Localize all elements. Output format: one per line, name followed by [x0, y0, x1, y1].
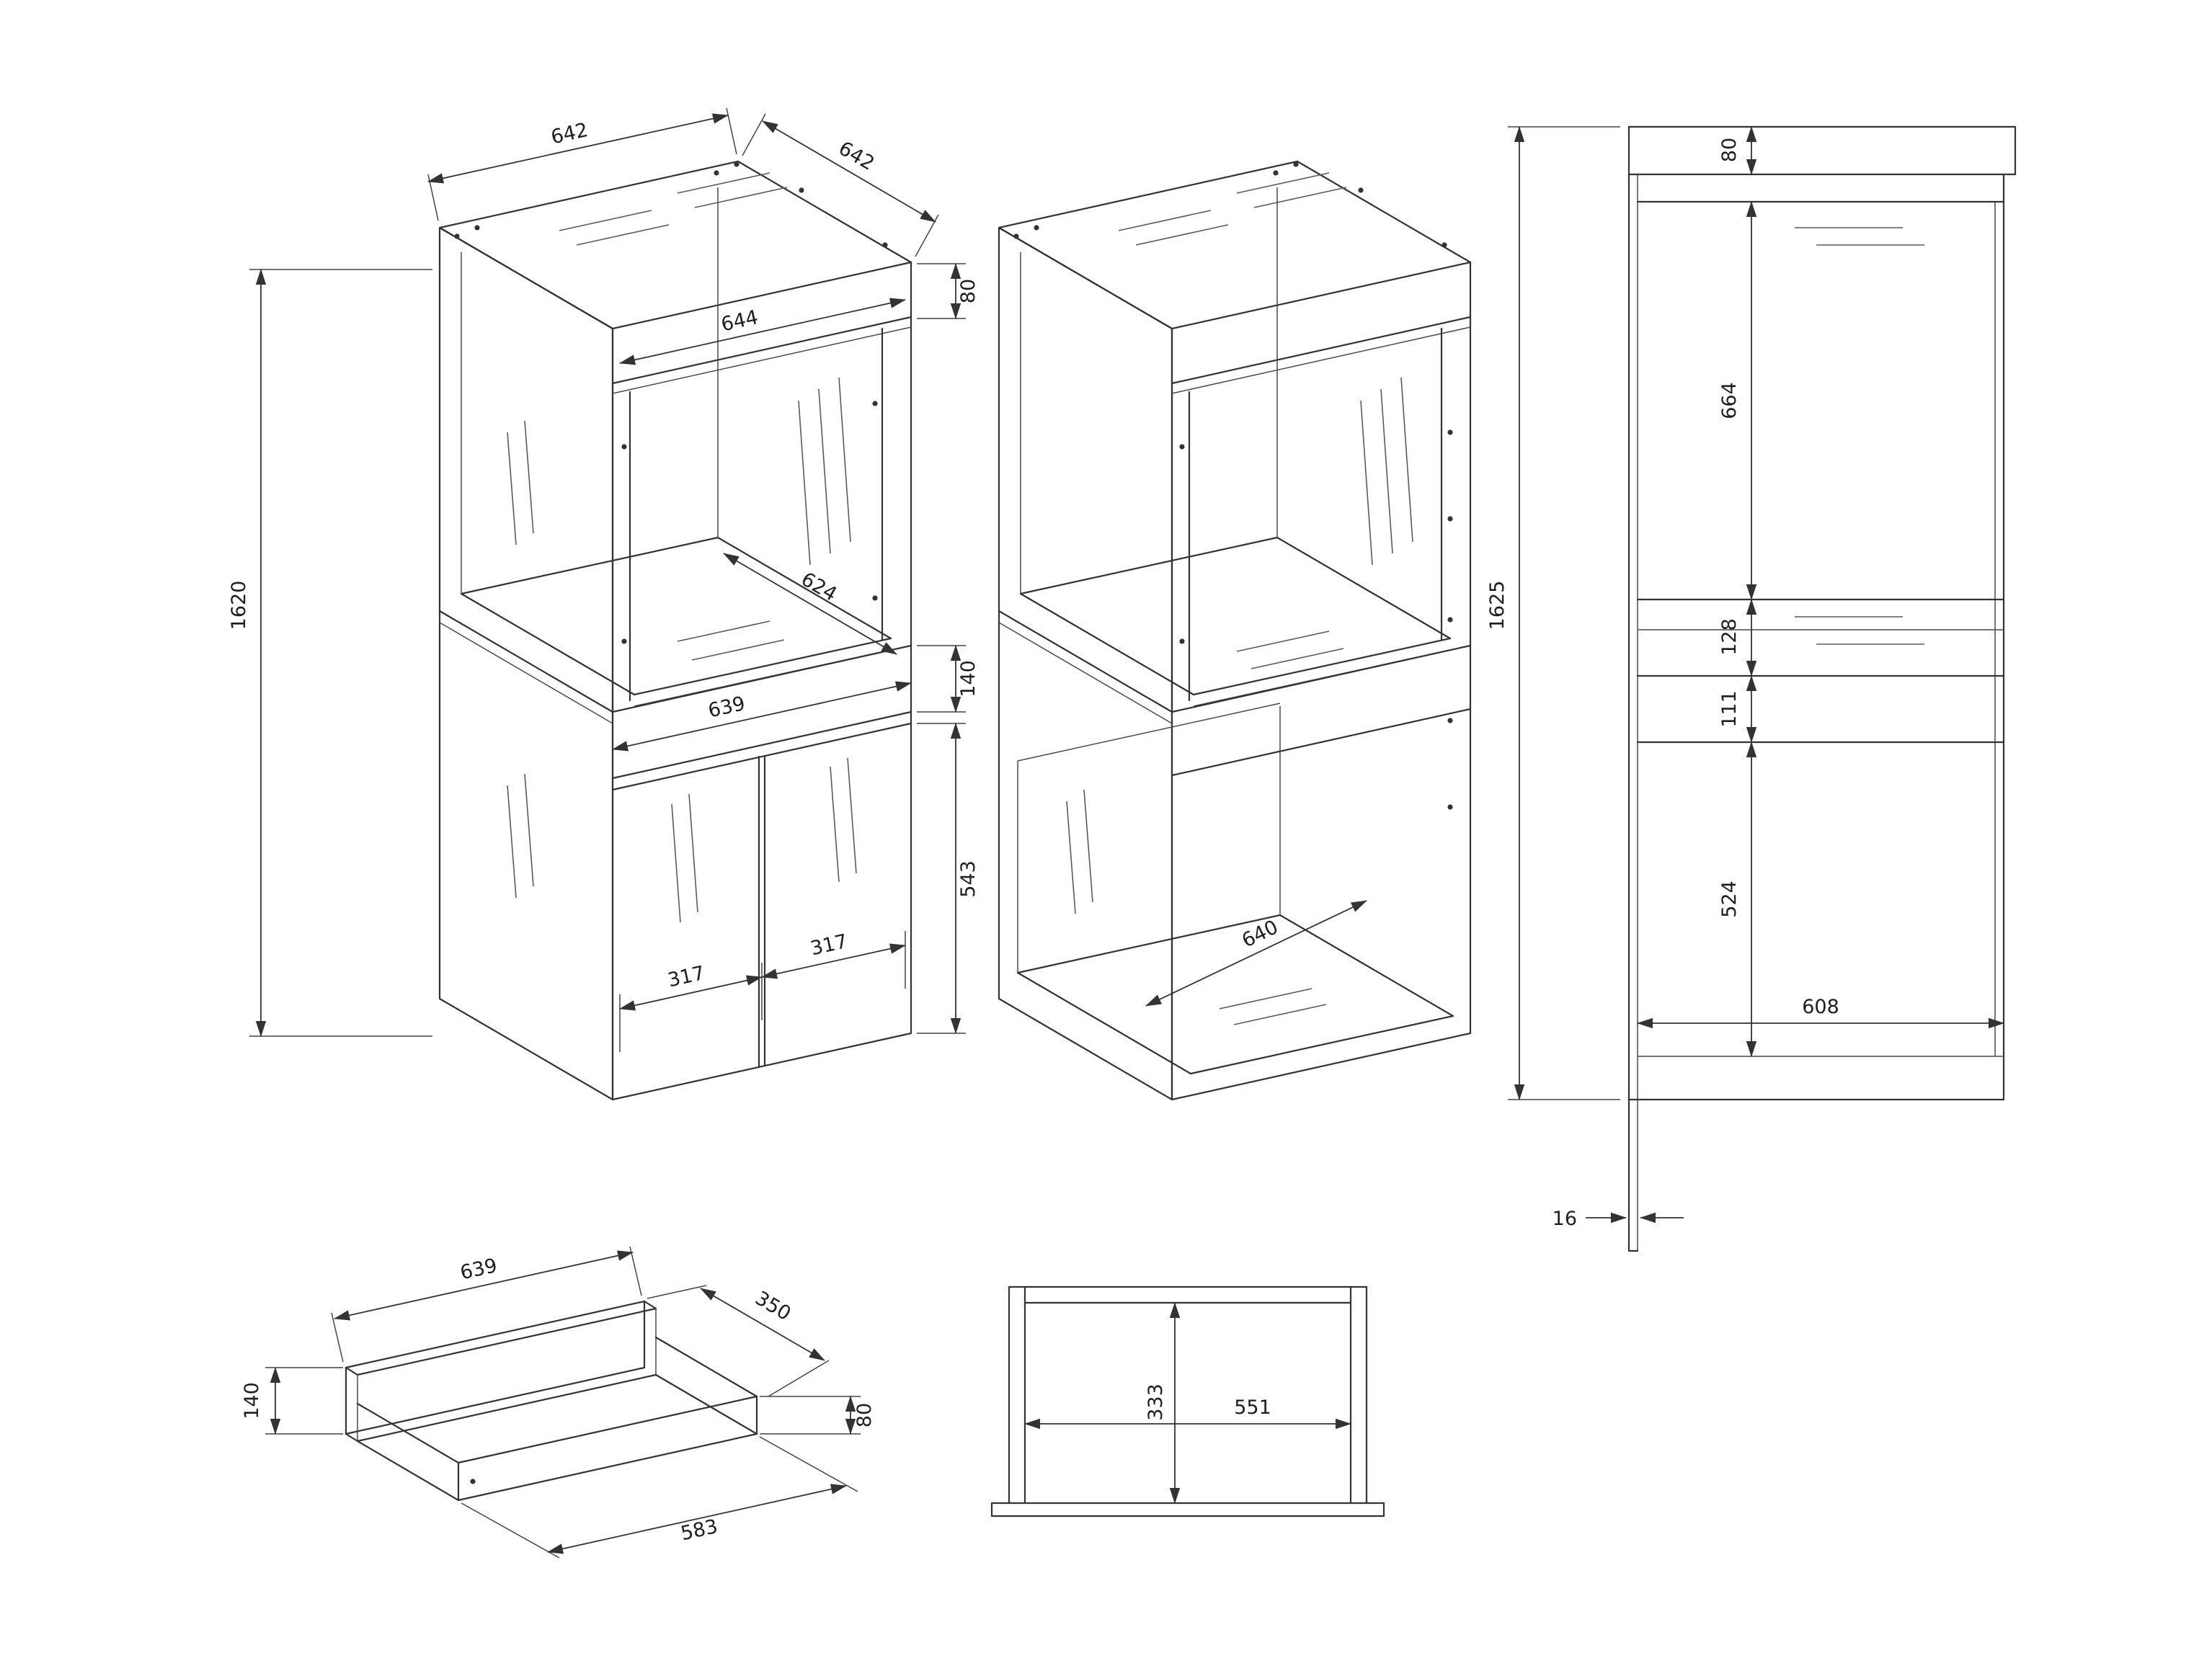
dim-label-side-shelf-band: 128 [1718, 618, 1741, 656]
dim-label-side-upper-cavity: 664 [1718, 382, 1741, 419]
dim-drawer-height: 140 [917, 645, 980, 713]
view-front-section: 333 551 [990, 1285, 1385, 1517]
dim-label-drawer-side-height: 80 [853, 1403, 876, 1427]
dim-side-mid-gap: 111 [1718, 675, 1757, 743]
dim-panel-thickness: 16 [1553, 1208, 1684, 1230]
dim-drawer-front-height: 140 [241, 1367, 343, 1435]
dim-label-drawer-front-height: 140 [241, 1382, 263, 1419]
dim-drawer-side-height: 80 [760, 1396, 876, 1435]
dim-side-top-rail: 80 [1718, 126, 1757, 175]
dim-label-total-height: 1620 [228, 581, 250, 630]
dim-label-top-width: 642 [549, 119, 590, 148]
dim-label-section-width: 551 [1234, 1396, 1271, 1419]
dim-label-side-total-height: 1625 [1486, 581, 1509, 630]
dim-label-side-lower-cavity: 524 [1718, 881, 1741, 918]
dim-top-depth: 642 [742, 113, 939, 257]
view-drawer-iso: 639 350 140 80 583 [241, 1246, 876, 1559]
dim-label-top-depth: 642 [835, 137, 878, 175]
dim-label-inner-width: 644 [719, 306, 760, 336]
dim-total-height: 1620 [228, 269, 432, 1037]
dim-door-height: 543 [917, 723, 980, 1034]
dim-drawer-depth: 350 [647, 1285, 830, 1397]
dim-label-side-mid-gap: 111 [1718, 690, 1741, 728]
dim-label-carcass-inner-width: 640 [1238, 916, 1282, 952]
dim-shelf-depth: 624 [723, 553, 897, 655]
dim-label-side-inner-depth: 608 [1802, 996, 1839, 1018]
dim-carcass-inner-width: 640 [1145, 900, 1367, 1007]
dim-label-door-left: 317 [666, 962, 707, 991]
dim-label-drawer-width: 639 [706, 692, 747, 722]
view-iso-open-carcass: 640 [998, 160, 1472, 1101]
dim-drawerpanel-width: 639 [331, 1246, 642, 1363]
dim-top-width: 642 [427, 107, 737, 221]
dim-side-total-height: 1625 [1486, 126, 1620, 1100]
dim-label-drawer-depth: 350 [751, 1287, 794, 1325]
view-side-section: 1625 80 664 128 111 524 608 [1486, 125, 2017, 1252]
dim-door-widths: 317 317 [619, 930, 906, 1052]
dim-label-side-top-rail: 80 [1718, 138, 1741, 162]
dim-inner-width: 644 [619, 298, 906, 365]
dim-label-door-height: 543 [957, 860, 980, 898]
dim-label-drawerpanel-width: 639 [458, 1254, 499, 1284]
dim-label-drawer-height: 140 [957, 660, 980, 697]
dim-section-height: 333 [1145, 1302, 1181, 1504]
dim-section-width: 551 [1024, 1396, 1351, 1430]
dim-side-shelf-band: 128 [1718, 599, 1757, 677]
dim-rail-height: 80 [917, 263, 980, 319]
dim-label-rail-height: 80 [957, 279, 980, 303]
dim-label-door-right: 317 [809, 930, 850, 960]
dim-side-lower-cavity: 524 [1718, 741, 1757, 1057]
dim-side-upper-cavity: 664 [1718, 201, 1757, 600]
view-iso-front-cabinet: 642 642 80 644 1620 [228, 107, 980, 1101]
dim-side-inner-depth: 608 [1637, 996, 2004, 1029]
dim-label-section-height: 333 [1145, 1383, 1167, 1421]
dim-drawer-width: 639 [612, 681, 912, 752]
dim-label-panel-thickness: 16 [1553, 1208, 1577, 1230]
dim-label-drawer-inner-width: 583 [679, 1515, 720, 1545]
